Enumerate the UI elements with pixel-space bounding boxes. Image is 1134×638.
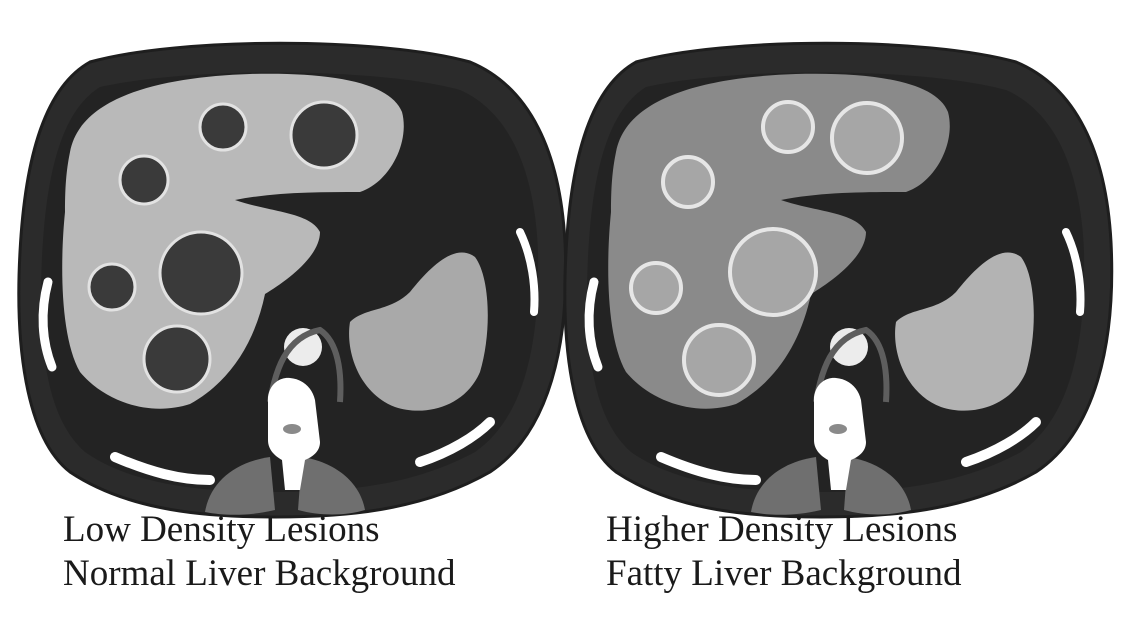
right-caption-line-1: Higher Density Lesions xyxy=(606,509,958,550)
lesion xyxy=(629,261,683,315)
left-ct-slice xyxy=(19,43,566,517)
low-density-lesions xyxy=(87,100,359,394)
fatty-spleen xyxy=(895,252,1034,411)
lesion xyxy=(198,102,248,152)
lesion xyxy=(830,101,904,175)
higher-density-lesions xyxy=(629,100,904,397)
right-caption-line-2: Fatty Liver Background xyxy=(606,553,962,594)
lesion xyxy=(158,230,244,316)
lesion xyxy=(661,155,715,209)
lesion xyxy=(289,100,359,170)
lesion xyxy=(728,227,818,317)
lesion xyxy=(682,323,756,397)
lesion xyxy=(118,154,170,206)
normal-spleen xyxy=(349,252,488,411)
right-ct-slice xyxy=(565,43,1112,517)
left-caption-line-2: Normal Liver Background xyxy=(63,553,456,594)
lesion xyxy=(87,262,137,312)
lesion xyxy=(142,324,212,394)
lesion xyxy=(761,100,815,154)
left-caption-line-1: Low Density Lesions xyxy=(63,509,380,550)
